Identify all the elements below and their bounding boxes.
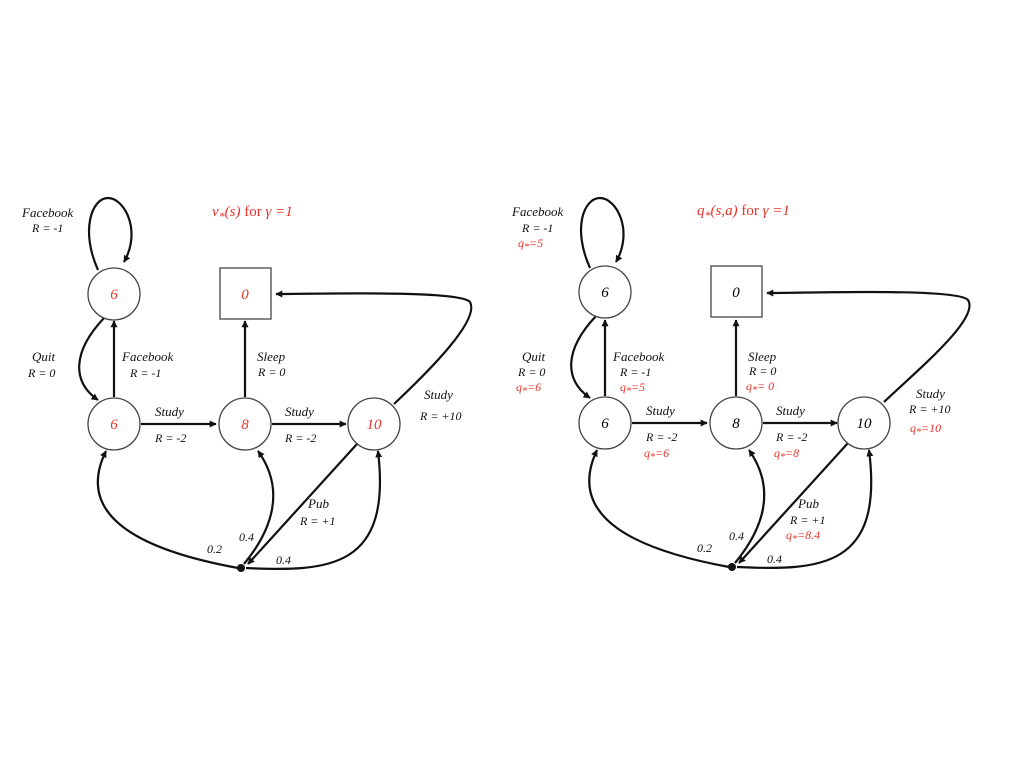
- left-diagram: v*(s) for γ =1 6 6 8 10 0 Facebook R = -…: [21, 196, 473, 572]
- left-prob-class1: 0.2: [207, 542, 222, 556]
- left-label-facebook-action: Facebook: [121, 349, 173, 364]
- right-edge-pub: [738, 442, 849, 564]
- right-state-class1: [578, 396, 632, 450]
- right-title: q*(s,a) for γ =1: [697, 203, 790, 222]
- left-edge-prob-class1: [96, 450, 239, 570]
- right-label-sleep-q: q*= 0: [746, 379, 774, 396]
- right-label-study2-reward: R = -2: [775, 430, 807, 444]
- right-state-class1-value: 6: [601, 416, 609, 432]
- right-prob-class2: 0.4: [729, 529, 744, 543]
- left-edge-facebook-loop: [88, 196, 133, 271]
- right-state-facebook-value: 6: [601, 285, 609, 301]
- right-state-facebook: [578, 265, 632, 319]
- left-label-study2-action: Study: [285, 404, 314, 419]
- left-prob-class3: 0.4: [276, 553, 291, 567]
- right-edge-prob-class1: [588, 449, 730, 569]
- right-label-facebook-reward: R = -1: [619, 365, 651, 379]
- left-edge-prob-class3: [245, 450, 383, 571]
- left-label-facebook-loop-action: Facebook: [21, 205, 73, 220]
- right-state-sleep: [710, 265, 763, 318]
- right-edge-prob-class2: [734, 449, 766, 564]
- left-label-study1-action: Study: [155, 404, 184, 419]
- left-label-facebook-loop-reward: R = -1: [31, 221, 63, 235]
- left-state-class3: [347, 397, 401, 451]
- right-state-class2-value: 8: [732, 416, 740, 432]
- left-label-pub-reward: R = +1: [299, 514, 336, 528]
- right-label-study3-reward: R = +10: [908, 402, 951, 416]
- left-chance-node: [237, 564, 245, 572]
- right-label-facebook-loop-reward: R = -1: [521, 221, 553, 235]
- left-state-class2: [218, 397, 272, 451]
- left-state-sleep: [219, 267, 272, 320]
- left-label-pub-action: Pub: [307, 496, 329, 511]
- left-state-sleep-value: 0: [241, 287, 249, 303]
- left-prob-class2: 0.4: [239, 530, 254, 544]
- left-state-class1: [87, 397, 141, 451]
- right-state-class2: [709, 396, 763, 450]
- right-state-class3-value: 10: [857, 416, 873, 432]
- right-prob-class1: 0.2: [697, 541, 712, 555]
- right-label-pub-q: q*=8.4: [786, 528, 820, 545]
- right-edge-quit: [570, 315, 597, 399]
- left-label-study3-action: Study: [424, 387, 453, 402]
- right-label-facebook-loop-q: q*=5: [518, 236, 543, 253]
- right-label-quit-q: q*=6: [516, 380, 541, 397]
- right-label-study2-q: q*=8: [774, 446, 799, 463]
- left-edge-study3: [275, 290, 473, 405]
- left-state-facebook: [87, 267, 141, 321]
- right-label-quit-action: Quit: [522, 349, 546, 364]
- left-title: v*(s) for γ =1: [212, 204, 293, 223]
- left-label-facebook-reward: R = -1: [129, 366, 161, 380]
- right-edge-study3: [766, 289, 971, 403]
- right-label-study3-action: Study: [916, 386, 945, 401]
- left-edge-prob-class2: [243, 450, 275, 565]
- left-label-quit-reward: R = 0: [27, 366, 55, 380]
- right-edge-facebook-loop: [580, 196, 625, 269]
- right-label-facebook-loop-action: Facebook: [511, 204, 563, 219]
- left-label-sleep-action: Sleep: [257, 349, 286, 364]
- right-edge-prob-class3: [736, 449, 874, 570]
- left-edge-quit: [78, 317, 105, 401]
- right-state-class3: [837, 396, 891, 450]
- left-label-study1-reward: R = -2: [154, 431, 186, 445]
- right-label-facebook-q: q*=5: [620, 380, 645, 397]
- right-label-study1-q: q*=6: [644, 446, 669, 463]
- left-state-class3-value: 10: [367, 417, 383, 433]
- right-label-facebook-action: Facebook: [612, 349, 664, 364]
- left-edge-pub: [247, 443, 358, 565]
- left-state-facebook-value: 6: [110, 287, 118, 303]
- left-state-class2-value: 8: [241, 417, 249, 433]
- right-label-sleep-reward: R = 0: [748, 364, 776, 378]
- right-label-pub-action: Pub: [797, 496, 819, 511]
- left-label-sleep-reward: R = 0: [257, 365, 285, 379]
- left-label-study2-reward: R = -2: [284, 431, 316, 445]
- right-chance-node: [728, 563, 736, 571]
- right-label-study1-reward: R = -2: [645, 430, 677, 444]
- right-label-study1-action: Study: [646, 403, 675, 418]
- right-label-pub-reward: R = +1: [789, 513, 826, 527]
- right-label-sleep-action: Sleep: [748, 349, 777, 364]
- right-state-sleep-value: 0: [732, 285, 740, 301]
- right-diagram: q*(s,a) for γ =1 6 6 8 10 0 Facebook R =…: [511, 196, 971, 571]
- left-label-quit-action: Quit: [32, 349, 56, 364]
- left-state-class1-value: 6: [110, 417, 118, 433]
- left-label-study3-reward: R = +10: [419, 409, 462, 423]
- right-label-study3-q: q*=10: [910, 421, 941, 438]
- right-label-quit-reward: R = 0: [517, 365, 545, 379]
- right-prob-class3: 0.4: [767, 552, 782, 566]
- right-label-study2-action: Study: [776, 403, 805, 418]
